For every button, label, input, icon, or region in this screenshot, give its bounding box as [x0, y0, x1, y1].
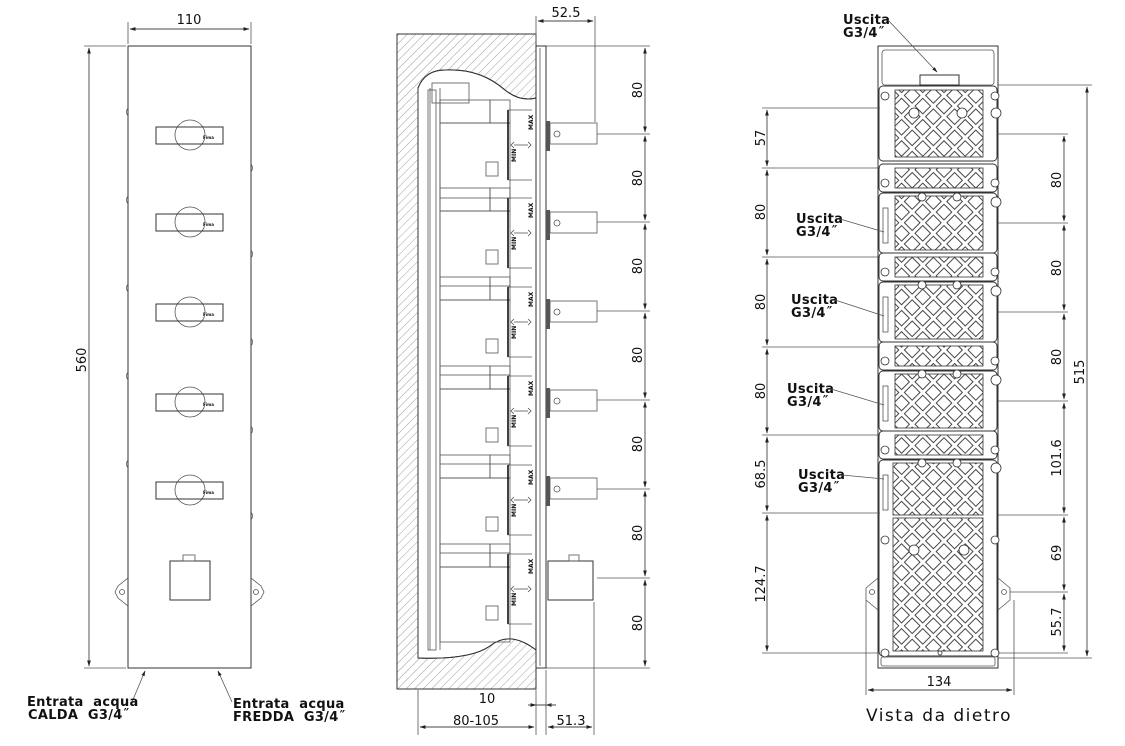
svg-text:80: 80 — [631, 347, 646, 364]
svg-text:G3/4˝: G3/4˝ — [791, 306, 833, 321]
svg-text:Fima: Fima — [203, 312, 214, 317]
svg-text:MAX: MAX — [528, 469, 535, 485]
svg-text:80: 80 — [1050, 172, 1065, 189]
svg-text:MAX: MAX — [528, 558, 535, 574]
back-right-dims: 80 80 80 101.6 69 55.7 515 — [998, 84, 1092, 659]
svg-text:MIN: MIN — [511, 326, 518, 339]
module-plates — [878, 85, 998, 667]
knob-5[interactable]: Fima — [155, 474, 224, 506]
svg-text:MIN: MIN — [511, 415, 518, 428]
svg-text:Fima: Fima — [203, 490, 214, 495]
top-outlet — [919, 74, 960, 86]
svg-text:57: 57 — [754, 130, 769, 147]
outlet-label-3: Uscita G3/4˝ — [791, 293, 885, 321]
svg-text:MIN: MIN — [511, 149, 518, 162]
back-view: Uscita G3/4˝ Uscita G3/4˝ Uscita G3/4˝ U… — [754, 13, 1092, 726]
back-left-dims: 57 80 80 80 68.5 124.7 — [754, 107, 880, 654]
svg-text:Uscita: Uscita — [791, 293, 838, 308]
svg-text:Fima: Fima — [203, 222, 214, 227]
knob-4[interactable]: Fima — [155, 386, 224, 418]
svg-text:G3/4˝: G3/4˝ — [796, 225, 838, 240]
svg-text:124.7: 124.7 — [754, 565, 769, 602]
inlet-hot-label: Entrata acqua CALDA G3/4˝ — [27, 695, 139, 723]
mounting-lug-left — [114, 577, 129, 607]
min-max-labels: MIN MAX MIN MAX MIN MAX MIN MAX MIN MAX … — [511, 114, 535, 606]
side-view: MIN MAX MIN MAX MIN MAX MIN MAX MIN MAX … — [396, 6, 650, 735]
svg-text:G3/4˝: G3/4˝ — [798, 481, 840, 496]
svg-text:MAX: MAX — [528, 202, 535, 218]
svg-text:G3/4˝: G3/4˝ — [843, 26, 885, 41]
svg-text:MAX: MAX — [528, 291, 535, 307]
svg-text:MIN: MIN — [511, 237, 518, 250]
svg-text:Uscita: Uscita — [796, 212, 843, 227]
svg-text:80: 80 — [631, 170, 646, 187]
svg-text:Entrata acqua: Entrata acqua — [233, 697, 345, 712]
svg-text:MIN: MIN — [511, 504, 518, 517]
svg-text:G3/4˝: G3/4˝ — [787, 395, 829, 410]
outlet-label-5: Uscita G3/4˝ — [798, 468, 885, 496]
outlet-label-4: Uscita G3/4˝ — [787, 382, 885, 410]
svg-text:CALDA G3/4˝: CALDA G3/4˝ — [28, 708, 130, 723]
svg-text:Uscita: Uscita — [787, 382, 834, 397]
svg-text:Fima: Fima — [203, 402, 214, 407]
svg-text:80: 80 — [631, 258, 646, 275]
svg-text:80: 80 — [754, 204, 769, 221]
diverter-side — [547, 554, 594, 601]
svg-text:80: 80 — [754, 383, 769, 400]
front-panel — [127, 45, 252, 669]
svg-text:68.5: 68.5 — [754, 460, 769, 489]
diverter-box — [169, 554, 211, 601]
outlet-label-top: Uscita G3/4˝ — [843, 13, 938, 73]
svg-text:Uscita: Uscita — [843, 13, 890, 28]
svg-text:80: 80 — [631, 525, 646, 542]
screws — [880, 91, 1002, 658]
front-width-dim: 110 — [177, 13, 202, 28]
knob-stems — [545, 121, 598, 507]
knob-2[interactable]: Fima — [155, 206, 224, 238]
outlet-slots — [882, 207, 889, 511]
overall-height-dim: 515 — [1073, 360, 1088, 385]
svg-text:80: 80 — [631, 436, 646, 453]
outlet-label-2: Uscita G3/4˝ — [796, 212, 885, 240]
svg-text:80: 80 — [1050, 260, 1065, 277]
svg-text:69: 69 — [1050, 545, 1065, 562]
inlet-cold-label: Entrata acqua FREDDA G3/4˝ — [233, 697, 346, 725]
svg-text:55.7: 55.7 — [1050, 608, 1065, 637]
svg-text:MAX: MAX — [528, 114, 535, 130]
svg-text:MAX: MAX — [528, 380, 535, 396]
wall-depth-dim: 80-105 — [453, 714, 499, 729]
svg-text:MIN: MIN — [511, 593, 518, 606]
wall-section — [396, 33, 537, 690]
svg-text:80: 80 — [1050, 349, 1065, 366]
valve-modules — [439, 99, 533, 643]
back-width-dim: 134 — [927, 675, 952, 690]
svg-text:Entrata acqua: Entrata acqua — [27, 695, 139, 710]
mounting-lug-right — [250, 577, 265, 607]
front-plate — [535, 45, 547, 669]
knob-3[interactable]: Fima — [155, 296, 224, 328]
projection-dim: 51.3 — [557, 714, 586, 729]
plate-dim: 10 — [479, 692, 496, 707]
svg-text:FREDDA G3/4˝: FREDDA G3/4˝ — [233, 710, 346, 725]
side-vertical-dims: 80 80 80 80 80 80 80 — [546, 45, 650, 669]
svg-text:Fima: Fima — [203, 135, 214, 140]
side-depth-dim: 52.5 — [552, 6, 581, 21]
svg-text:80: 80 — [754, 294, 769, 311]
svg-text:Uscita: Uscita — [798, 468, 845, 483]
svg-text:80: 80 — [631, 615, 646, 632]
front-height-dim: 560 — [75, 348, 90, 373]
back-housing — [877, 45, 999, 669]
svg-text:101.6: 101.6 — [1050, 439, 1065, 476]
knob-1[interactable]: Fima — [155, 119, 224, 151]
view-title: Vista da dietro — [866, 706, 1012, 726]
front-view: 110 560 Fima Fima Fima — [27, 13, 346, 725]
svg-text:80: 80 — [631, 82, 646, 99]
